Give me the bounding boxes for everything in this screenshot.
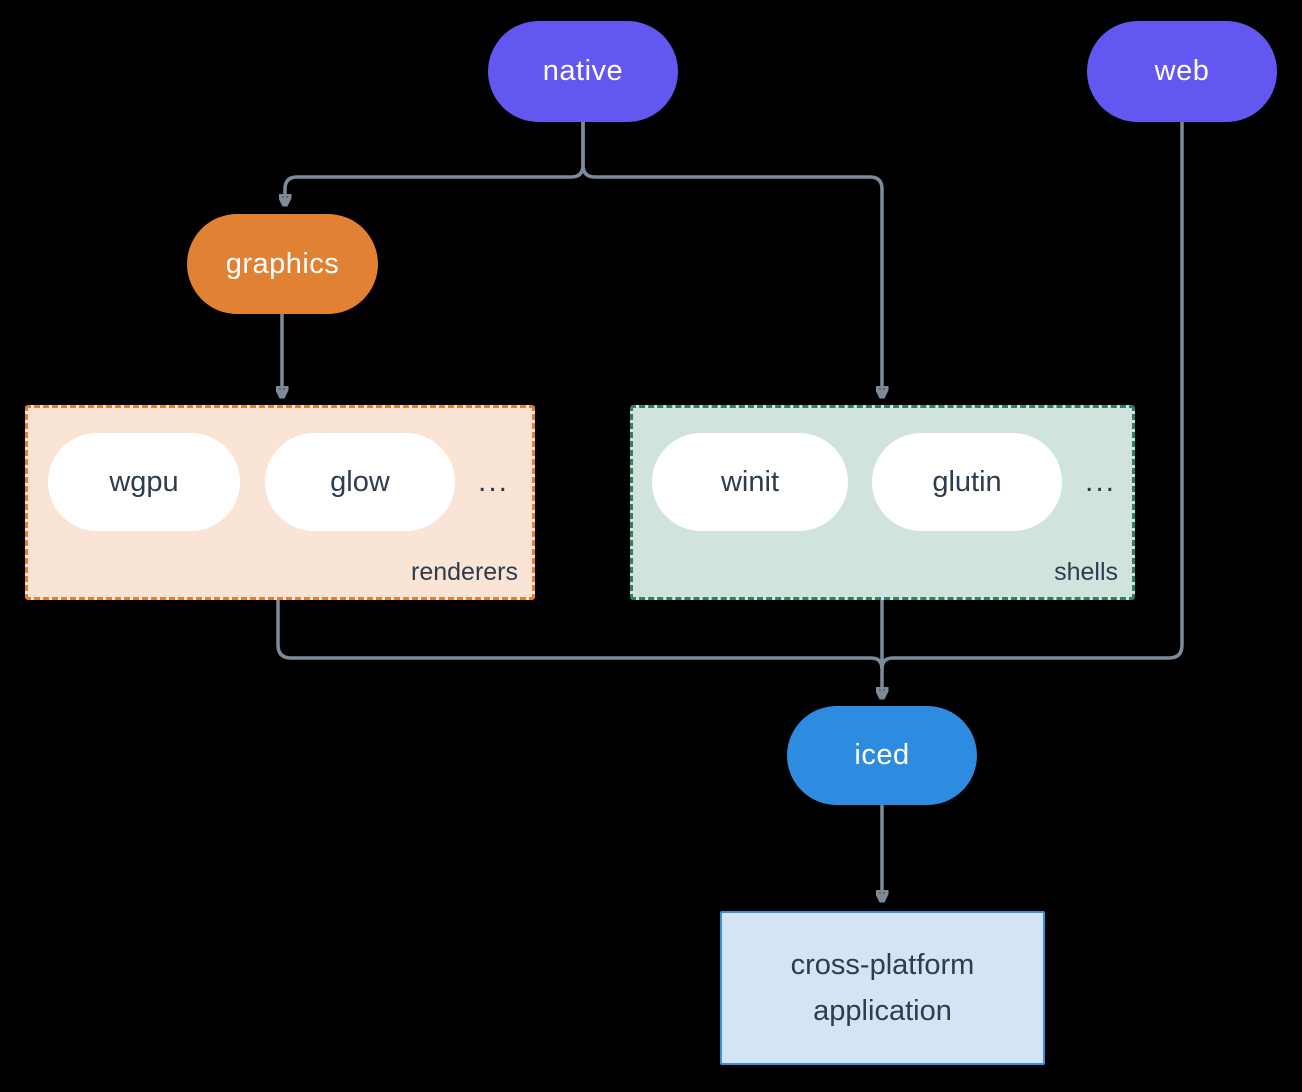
node-winit-label: winit	[720, 465, 779, 498]
node-web-label: web	[1154, 55, 1210, 87]
node-glow-label: glow	[330, 465, 390, 498]
renderers-group-label: renderers	[411, 558, 518, 586]
node-wgpu: wgpu	[48, 433, 240, 531]
node-glutin-label: glutin	[932, 465, 1002, 498]
node-native-label: native	[542, 55, 624, 87]
shells-ellipsis: ...	[1085, 465, 1117, 498]
node-wgpu-label: wgpu	[109, 465, 179, 498]
shells-group-label: shells	[1054, 558, 1118, 586]
edge-renderers-to-junction	[276, 600, 884, 670]
node-native: native	[488, 21, 678, 122]
node-glutin: glutin	[872, 433, 1062, 531]
node-iced-label: iced	[854, 739, 910, 771]
node-cross-platform-application: cross-platform application	[720, 911, 1045, 1065]
edge-native-to-graphics	[285, 122, 585, 204]
renderers-ellipsis: ...	[478, 465, 510, 498]
application-label-line1: cross-platform	[790, 949, 975, 981]
node-graphics: graphics	[187, 214, 378, 314]
node-winit: winit	[652, 433, 848, 531]
node-graphics-label: graphics	[225, 247, 340, 280]
group-renderers: wgpu glow ... renderers	[25, 405, 535, 600]
application-label-line2: application	[813, 995, 952, 1027]
group-shells: winit glutin ... shells	[630, 405, 1135, 600]
node-glow: glow	[265, 433, 455, 531]
node-iced: iced	[787, 706, 977, 805]
edge-native-to-shells	[581, 122, 882, 396]
node-web: web	[1087, 21, 1277, 122]
